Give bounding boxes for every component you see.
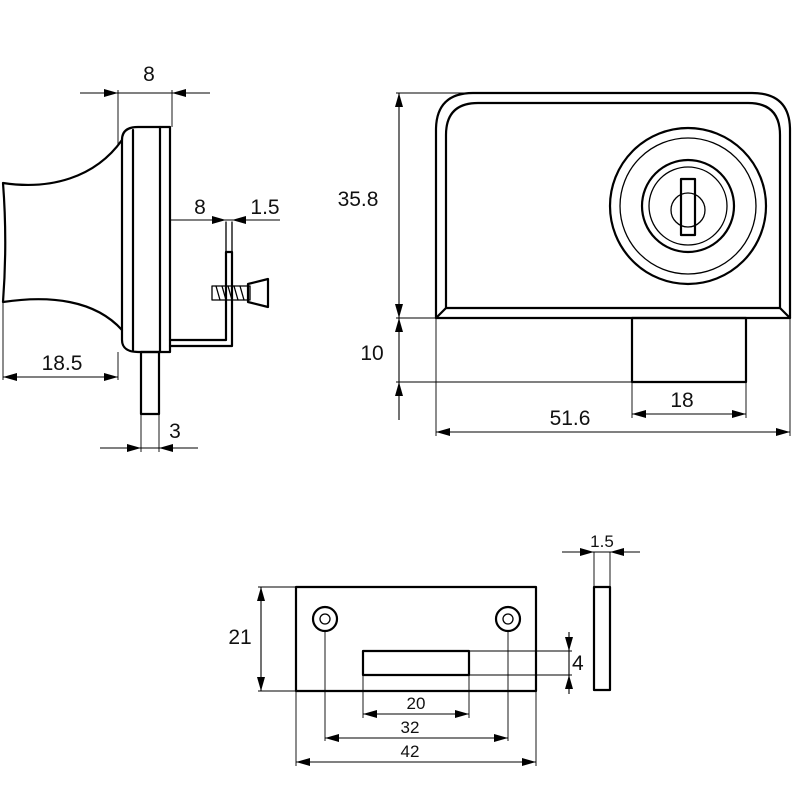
dim-label-plate-thickness: 1.5 xyxy=(250,196,279,219)
dim-label-knob-depth: 8 xyxy=(143,63,155,86)
front-bolt xyxy=(630,316,748,384)
dim-bolt-width: 3 xyxy=(100,414,198,452)
dim-knob-depth: 8 xyxy=(80,63,210,145)
chamfer-right xyxy=(778,306,792,320)
dim-label-slot-height: 4 xyxy=(572,652,584,675)
dim-label-strike-height: 21 xyxy=(228,626,251,649)
front-view: 35.8 10 18 51.6 xyxy=(338,91,792,436)
dim-label-bolt-width: 3 xyxy=(169,420,181,443)
dim-front-total-width: 51.6 xyxy=(435,318,791,436)
strike-plate-edge xyxy=(592,585,612,692)
dim-label-base-height: 10 xyxy=(360,342,383,365)
knob-body xyxy=(1,138,124,332)
dim-body-height: 35.8 xyxy=(338,92,470,319)
dim-clamp: 8 1.5 xyxy=(170,196,280,224)
body-inner-outline xyxy=(444,101,782,310)
dim-hole-spacing: 32 xyxy=(324,631,509,742)
dim-strike-width: 42 xyxy=(295,691,537,766)
dim-label-slot-width: 20 xyxy=(407,694,426,713)
chamfer-left xyxy=(434,306,448,320)
dim-label-body-height: 35.8 xyxy=(338,188,379,211)
dim-label-hole-spacing: 32 xyxy=(401,718,420,737)
screw-hole-left xyxy=(311,605,339,633)
dim-label-front-bolt-width: 18 xyxy=(670,389,693,412)
dim-knob-length: 18.5 xyxy=(2,302,119,381)
bolt xyxy=(139,350,161,416)
dim-strike-height: 21 xyxy=(228,586,296,692)
body-outline xyxy=(434,91,792,320)
screw-hole-right xyxy=(494,605,522,633)
key-cylinder xyxy=(608,126,768,286)
dim-base-height: 10 xyxy=(360,318,632,420)
dim-label-front-total-width: 51.6 xyxy=(550,407,591,430)
dim-label-knob-length: 18.5 xyxy=(42,352,83,375)
dim-label-strike-width: 42 xyxy=(401,742,420,761)
side-view: 8 8 1.5 18.5 3 xyxy=(1,63,280,452)
set-screw xyxy=(211,277,270,309)
dim-strike-thickness: 1.5 xyxy=(562,532,640,587)
dim-label-clamp-gap: 8 xyxy=(194,196,206,219)
dim-slot-width: 20 xyxy=(362,675,470,718)
strike-plate xyxy=(294,585,538,693)
clamp-plate xyxy=(168,250,234,348)
dim-slot-height: 4 xyxy=(469,632,584,694)
key-slot xyxy=(679,177,697,237)
knob-neck xyxy=(120,125,172,354)
dim-front-bolt-width: 18 xyxy=(631,382,747,418)
dim-label-strike-thickness: 1.5 xyxy=(590,532,614,551)
strike-plate-view: 21 4 20 32 xyxy=(228,532,640,766)
strike-slot xyxy=(361,649,471,677)
